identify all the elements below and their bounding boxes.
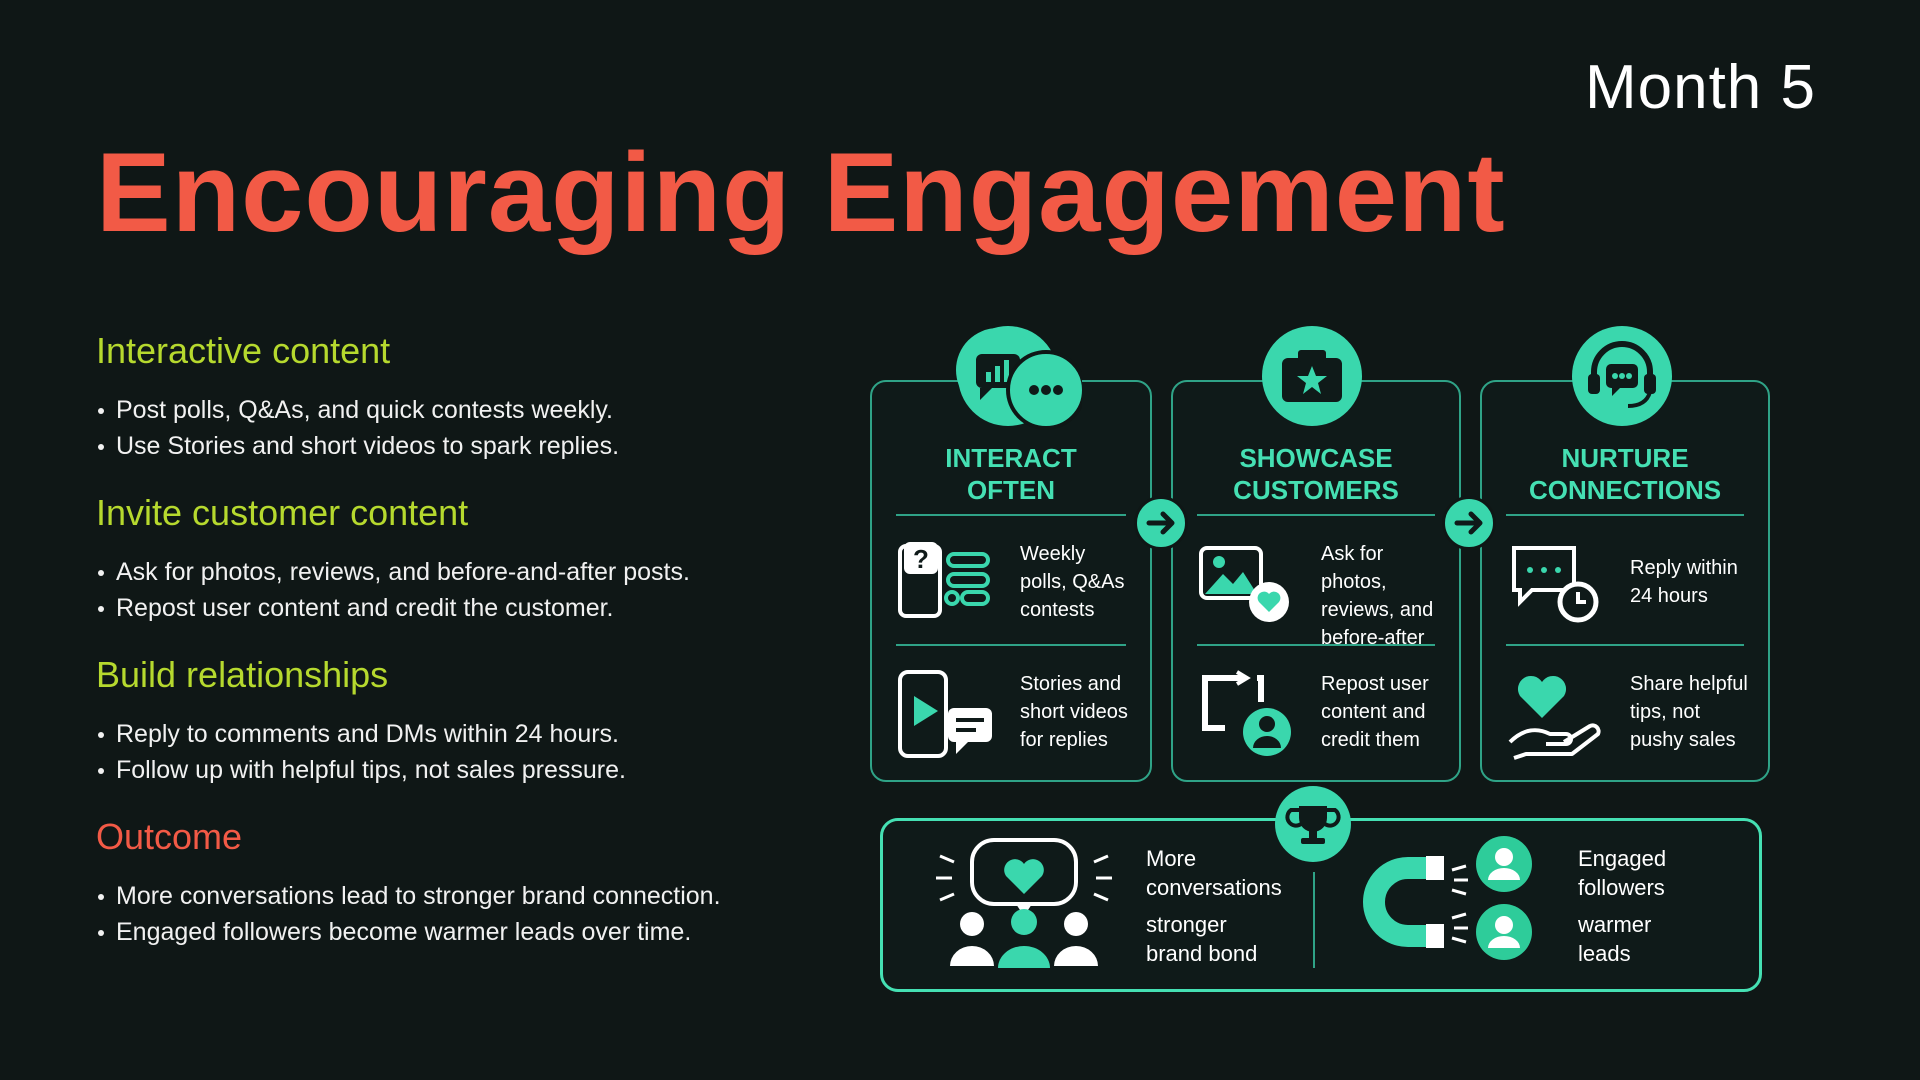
card-title-line: SHOWCASE bbox=[1239, 443, 1393, 473]
text-line: Share helpful bbox=[1630, 673, 1748, 695]
headset-icon bbox=[1572, 326, 1672, 426]
card-title-line: CONNECTIONS bbox=[1528, 475, 1722, 505]
card-divider bbox=[1197, 514, 1435, 516]
text-line: 24 hours bbox=[1630, 585, 1708, 607]
section-heading: Interactive content bbox=[96, 330, 391, 371]
text-line: content and bbox=[1321, 701, 1426, 723]
card-interact-often: INTERACT OFTEN ? Weekly polls, Q&As cont… bbox=[870, 380, 1152, 782]
card-row: Share helpful tips, not pushy sales bbox=[1506, 660, 1756, 770]
arrow-right-icon bbox=[1442, 496, 1496, 550]
card-divider bbox=[896, 514, 1126, 516]
text-line: warmer bbox=[1578, 912, 1652, 937]
arrow-right-icon bbox=[1134, 496, 1188, 550]
camera-star-icon bbox=[1262, 326, 1362, 426]
card-title: SHOWCASE CUSTOMERS bbox=[1173, 442, 1459, 506]
card-title-line: INTERACT bbox=[945, 443, 1077, 473]
bullet-item: Repost user content and credit the custo… bbox=[96, 590, 796, 626]
text-line: conversations bbox=[1146, 875, 1282, 900]
text-line: Stories and bbox=[1020, 673, 1122, 695]
chat-clock-icon bbox=[1506, 538, 1606, 634]
card-row: Ask for photos, reviews, and before-afte… bbox=[1197, 530, 1447, 649]
text-line: for replies bbox=[1020, 729, 1108, 751]
card-divider bbox=[1506, 644, 1744, 646]
text-line: brand bond bbox=[1146, 941, 1258, 966]
bullet-item: More conversations lead to stronger bran… bbox=[96, 878, 796, 914]
text-line: Engaged bbox=[1578, 846, 1667, 871]
text-line: short videos bbox=[1020, 701, 1128, 723]
text-line: stronger bbox=[1146, 912, 1227, 937]
trophy-icon bbox=[1275, 786, 1351, 862]
text-line: leads bbox=[1578, 941, 1631, 966]
card-divider bbox=[1197, 644, 1435, 646]
bullet-item: Engaged followers become warmer leads ov… bbox=[96, 914, 796, 950]
text-line: before-after bbox=[1321, 627, 1425, 649]
card-divider bbox=[1506, 514, 1744, 516]
section-outcome: Outcome More conversations lead to stron… bbox=[96, 816, 796, 950]
text-line: credit them bbox=[1321, 729, 1420, 751]
photo-heart-icon bbox=[1197, 538, 1297, 634]
section-customer-content: Invite customer content Ask for photos, … bbox=[96, 492, 796, 626]
svg-text:?: ? bbox=[913, 544, 929, 574]
card-row-text: Share helpful tips, not pushy sales bbox=[1630, 670, 1756, 754]
poll-question-icon: ? bbox=[896, 538, 996, 634]
bullet-item: Use Stories and short videos to spark re… bbox=[96, 428, 796, 464]
bullet-item: Ask for photos, reviews, and before-and-… bbox=[96, 554, 796, 590]
card-title-line: OFTEN bbox=[966, 475, 1056, 505]
text-line: Reply within bbox=[1630, 557, 1738, 579]
bullet-item: Follow up with helpful tips, not sales p… bbox=[96, 752, 796, 788]
card-row: Repost user content and credit them bbox=[1197, 660, 1447, 770]
text-line: followers bbox=[1578, 875, 1665, 900]
outcome-divider bbox=[1313, 872, 1315, 968]
card-row-text: Weekly polls, Q&As contests bbox=[1020, 540, 1138, 624]
text-line: polls, Q&As bbox=[1020, 571, 1125, 593]
card-title: NURTURE CONNECTIONS bbox=[1482, 442, 1768, 506]
text-line: contests bbox=[1020, 599, 1095, 621]
card-row: Reply within 24 hours bbox=[1506, 530, 1756, 640]
text-line: Repost user bbox=[1321, 673, 1429, 695]
card-row-text: Stories and short videos for replies bbox=[1020, 670, 1138, 754]
page-title: Encouraging Engagement bbox=[96, 130, 1506, 255]
magnet-followers-icon bbox=[1350, 834, 1540, 968]
chat-poll-icon bbox=[956, 326, 1082, 430]
card-row-text: Repost user content and credit them bbox=[1321, 670, 1447, 754]
section-relationships: Build relationships Reply to comments an… bbox=[96, 654, 796, 788]
outcome-right-text: Engaged followers warmer leads bbox=[1578, 844, 1666, 968]
card-divider bbox=[896, 644, 1126, 646]
video-phone-icon bbox=[896, 668, 996, 764]
card-showcase-customers: SHOWCASE CUSTOMERS Ask for photos, revie… bbox=[1171, 380, 1461, 782]
text-line: Weekly bbox=[1020, 543, 1086, 565]
card-row: ? Weekly polls, Q&As contests bbox=[896, 530, 1138, 640]
card-title-line: NURTURE bbox=[1561, 443, 1689, 473]
card-row-text: Ask for photos, reviews, and before-afte… bbox=[1321, 540, 1447, 652]
month-label: Month 5 bbox=[1584, 53, 1816, 122]
section-interactive: Interactive content Post polls, Q&As, an… bbox=[96, 330, 796, 464]
bullet-item: Reply to comments and DMs within 24 hour… bbox=[96, 716, 796, 752]
heart-hand-icon bbox=[1506, 668, 1606, 764]
bullet-item: Post polls, Q&As, and quick contests wee… bbox=[96, 392, 796, 428]
text-line: reviews, and bbox=[1321, 599, 1434, 621]
text-line: Ask for photos, bbox=[1321, 543, 1387, 593]
card-row: Stories and short videos for replies bbox=[896, 660, 1138, 770]
card-title: INTERACT OFTEN bbox=[872, 442, 1150, 506]
repost-user-icon bbox=[1197, 668, 1297, 764]
card-title-line: CUSTOMERS bbox=[1233, 475, 1399, 505]
section-heading: Build relationships bbox=[96, 654, 389, 695]
left-column: Interactive content Post polls, Q&As, an… bbox=[96, 330, 796, 978]
text-line: More bbox=[1146, 846, 1197, 871]
text-line: pushy sales bbox=[1630, 729, 1736, 751]
card-nurture-connections: NURTURE CONNECTIONS Reply within 24 hour… bbox=[1480, 380, 1770, 782]
card-row-text: Reply within 24 hours bbox=[1630, 554, 1756, 610]
text-line: tips, not bbox=[1630, 701, 1701, 723]
section-heading: Invite customer content bbox=[96, 492, 469, 533]
section-heading: Outcome bbox=[96, 816, 243, 857]
community-heart-icon bbox=[936, 836, 1112, 972]
outcome-left-text: More conversations stronger brand bond bbox=[1146, 844, 1282, 968]
